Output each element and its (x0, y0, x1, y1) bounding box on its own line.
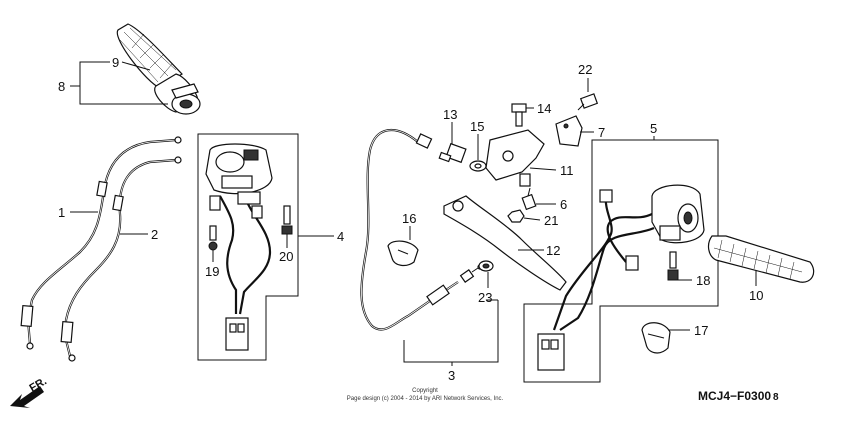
callout-18: 18 (696, 273, 710, 288)
screw-18-part (667, 251, 679, 281)
nut-21-part (507, 209, 525, 223)
callout-17: 17 (694, 323, 708, 338)
callout-3: 3 (448, 368, 455, 383)
callout-4: 4 (337, 229, 344, 244)
callout-23: 23 (478, 290, 492, 305)
callout-7: 7 (598, 125, 605, 140)
clip-17-part (641, 322, 671, 354)
throttle-cable-1 (20, 136, 182, 350)
callout-10: 10 (749, 288, 763, 303)
left-handlebar-switch-part (205, 143, 273, 351)
handlebar-grip-10-part (707, 235, 815, 283)
copyright-line-1: Copyright (412, 388, 438, 394)
direction-label: FR. (28, 375, 49, 394)
throttle-cable-2 (60, 156, 182, 362)
callout-2: 2 (151, 227, 158, 242)
callout-22: 22 (578, 62, 592, 77)
screw-20-part (281, 205, 293, 235)
callout-12: 12 (546, 243, 560, 258)
callout-20: 20 (279, 249, 293, 264)
callout-15: 15 (470, 119, 484, 134)
front-direction-arrow-icon (10, 386, 44, 408)
diagram-code-main: MCJ4−F0300 (698, 389, 771, 403)
clamp-16-part (387, 240, 419, 267)
callout-13: 13 (443, 107, 457, 122)
washer-15-part (469, 160, 487, 172)
screw-19-part (208, 225, 218, 251)
cap-23-part (478, 260, 494, 272)
callout-8: 8 (58, 79, 65, 94)
screw-22-part (577, 93, 599, 111)
callout-1: 1 (58, 205, 65, 220)
screw-14-part (511, 103, 527, 127)
throttle-grip-part (116, 23, 201, 115)
callout-9: 9 (112, 55, 119, 70)
callout-6: 6 (560, 197, 567, 212)
clutch-lever-12-part (443, 195, 567, 291)
right-handlebar-switch-part (537, 184, 705, 371)
callout-5: 5 (650, 121, 657, 136)
clutch-cable-part (360, 128, 483, 331)
lever-bracket-11-part (485, 129, 545, 187)
callout-11: 11 (560, 163, 574, 178)
diagram-code-suffix: 8 (773, 392, 779, 403)
callout-14: 14 (537, 101, 551, 116)
callout-16: 16 (402, 211, 416, 226)
clutch-switch-6-part (521, 187, 537, 211)
callout-21: 21 (544, 213, 558, 228)
pivot-bolt-13-part (438, 142, 467, 164)
holder-7-part (555, 115, 583, 147)
callout-19: 19 (205, 264, 219, 279)
copyright-line-2: Page design (c) 2004 - 2014 by ARI Netwo… (347, 396, 504, 402)
